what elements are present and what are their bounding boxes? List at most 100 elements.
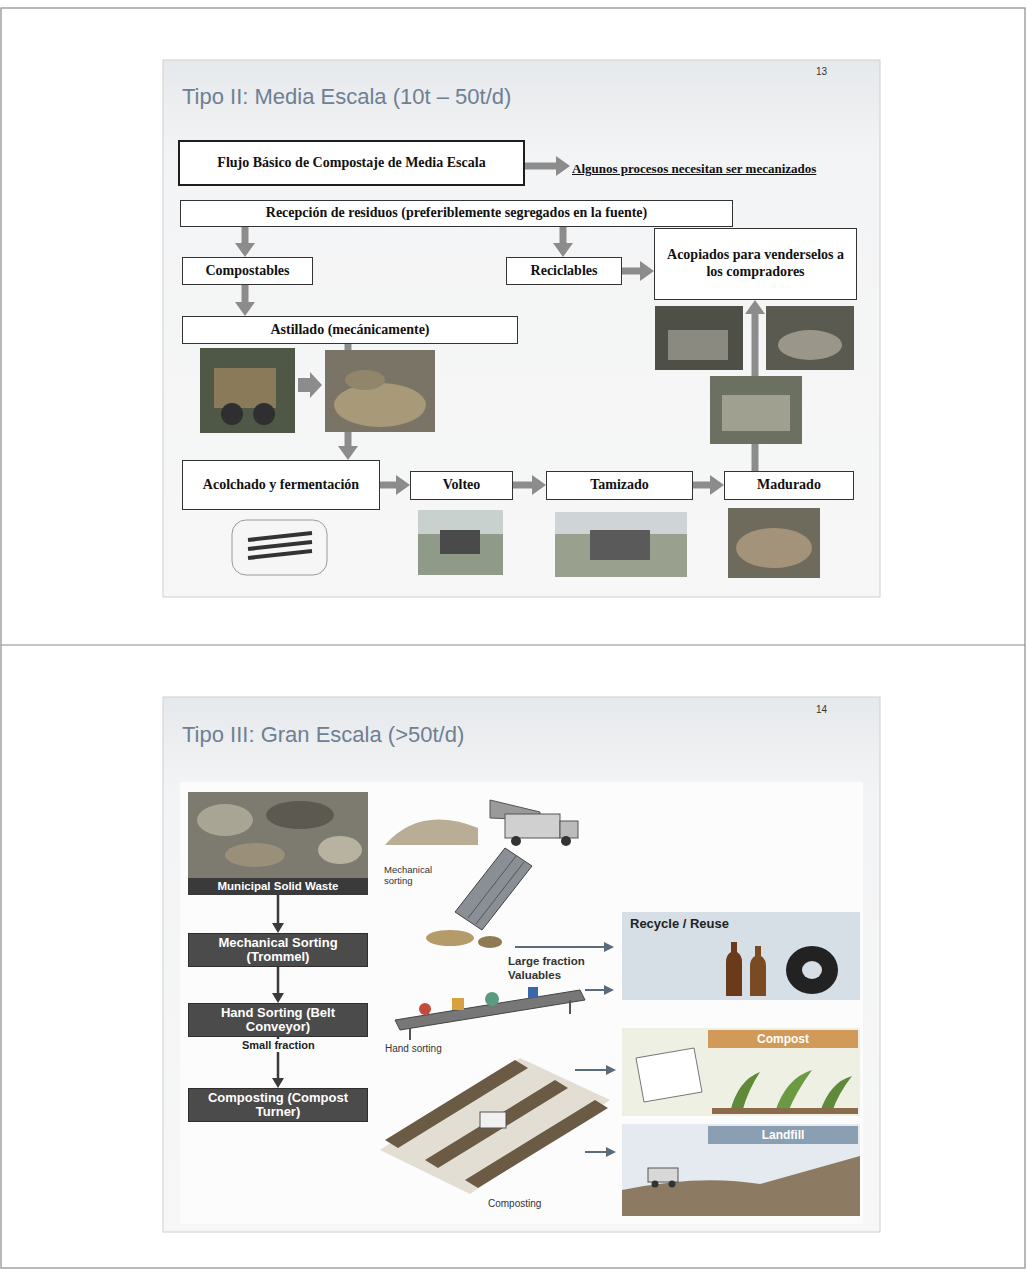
output-arrow [575,1069,608,1071]
bottle-icon [726,942,742,996]
arrow-head [272,1078,284,1088]
output-panel: Compost [622,1028,860,1116]
connector-arrow [693,475,724,495]
node-text: Hand Sorting (Belt Conveyor) [194,1006,362,1033]
node-text: Acopiados para venderselos a los comprad… [661,247,850,280]
chipper-photo [200,348,295,433]
belt-icon [409,1028,411,1040]
slide-background [163,697,880,1232]
connector-line [242,227,249,244]
belt-icon [569,1000,571,1014]
compost-yard [380,1058,610,1194]
process-box: Volteo [410,471,513,500]
truck-icon [505,814,560,838]
output-arrow [585,1151,608,1153]
photo-card: Municipal Solid Waste [188,792,368,895]
windrow [425,1080,568,1168]
stage-caption: Mechanical sorting [384,864,446,887]
pipe-icon [248,533,312,540]
connector-line [513,482,533,489]
connector-line [277,967,280,994]
connector-line [693,482,711,489]
storage-photo [778,330,842,360]
node-text: Mechanical Sorting (Trommel) [194,936,362,963]
arrow-head [532,475,546,495]
tire-icon [802,961,822,979]
truck-icon [652,1181,659,1188]
chipper-photo [221,403,243,425]
arrow-head [640,261,654,281]
arrow-head [553,243,573,257]
process-box: Acopiados para venderselos a los comprad… [654,228,857,300]
node-text: Composting (Compost Turner) [194,1091,362,1118]
stage-caption: Hand sorting [385,1043,442,1055]
output-panel: Recycle / Reuse [622,912,860,1000]
storage-photo [668,330,728,360]
truck-icon [648,1168,678,1182]
arrow-head [235,243,255,257]
connector-arrow [622,261,654,281]
truck-icon [561,836,571,846]
slide-number: 13 [816,66,827,78]
windrow [385,1060,528,1148]
output-arrow [585,989,606,991]
storage-photo [722,395,790,431]
waste-photo [197,804,253,836]
connector-arrow [553,227,573,257]
turner-icon [480,1112,506,1128]
connector-line [622,268,641,275]
arrow-head [338,446,358,460]
arrow-head [745,300,765,314]
panel-background [622,1124,860,1216]
process-box: Tamizado [546,471,693,500]
waste-item [452,998,464,1010]
arrow-head [710,475,724,495]
arrow-head [396,475,410,495]
connector-line [277,895,280,924]
storage-photo [766,306,854,370]
chips-photo [345,370,385,390]
output-arrow [604,942,614,952]
process-box: Compostables [182,257,313,285]
storage-photo [710,376,802,444]
plant-icon [730,1072,760,1112]
node-text: Compost [708,1030,858,1048]
node-text: Municipal Solid Waste [188,878,368,895]
waste-photo [225,843,285,867]
trommel-icon [468,856,516,918]
screening-photo [590,530,650,560]
chips-photo [325,350,435,432]
process-box: Astillado (mecánicamente) [182,316,518,344]
slide-number: 14 [816,704,827,716]
slide-title: Tipo III: Gran Escala (>50t/d) [182,722,464,748]
arrow-head [235,302,255,316]
arrow-head [272,993,284,1003]
truck-icon [669,1181,676,1188]
chips-photo [334,383,426,427]
landfill-ground [622,1156,860,1216]
node-text: Acolchado y fermentación [203,477,359,494]
node-text: Madurado [757,477,821,494]
waste-item [528,987,538,998]
node-text: Tamizado [590,477,649,494]
process-box: Acolchado y fermentación [182,460,380,510]
node-text: Astillado (mecánicamente) [270,322,429,339]
panel-background [622,1028,860,1116]
soil-strip [712,1108,858,1114]
heading-box: Flujo Básico de Compostaje de Media Esca… [178,140,525,186]
storage-photo [655,306,743,370]
flow-arrow [298,372,322,398]
bottle-icon [750,946,766,996]
trommel-icon [455,848,532,930]
sorted-pile [478,936,502,948]
output-arrow [606,1147,616,1157]
node-text: Reciclables [531,263,598,280]
connector-arrow [525,156,570,176]
waste-photo [188,792,368,895]
node-text: Recycle / Reuse [622,912,737,935]
chipper-photo [214,368,276,408]
node-text: Compostables [205,263,289,280]
process-box: Madurado [724,471,854,500]
truck-icon [560,821,578,838]
